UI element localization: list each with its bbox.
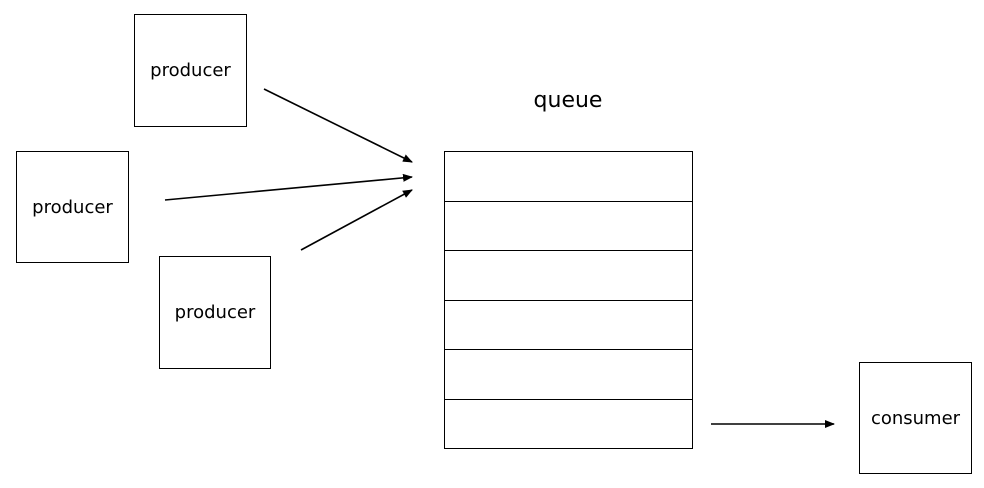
producer-label: producer xyxy=(32,196,113,218)
producer-label: producer xyxy=(174,302,256,323)
queue-slot xyxy=(445,202,692,251)
queue-slot xyxy=(445,301,692,350)
producer-box-bottom: producer xyxy=(159,256,271,369)
arrow-producer-bottom-to-queue xyxy=(300,189,413,251)
queue-slot xyxy=(445,350,692,400)
consumer-label: consumer xyxy=(870,407,961,429)
producer-box-top: producer xyxy=(134,14,247,127)
consumer-box: consumer xyxy=(859,362,972,474)
queue-title: queue xyxy=(533,88,603,113)
producer-label: producer xyxy=(150,60,231,81)
arrow-producer-top-to-queue xyxy=(263,88,413,163)
queue-box xyxy=(444,151,693,449)
producer-box-left: producer xyxy=(16,151,129,263)
queue-slot xyxy=(445,251,692,301)
arrow-producer-left-to-queue xyxy=(164,173,413,201)
queue-slot xyxy=(445,152,692,202)
